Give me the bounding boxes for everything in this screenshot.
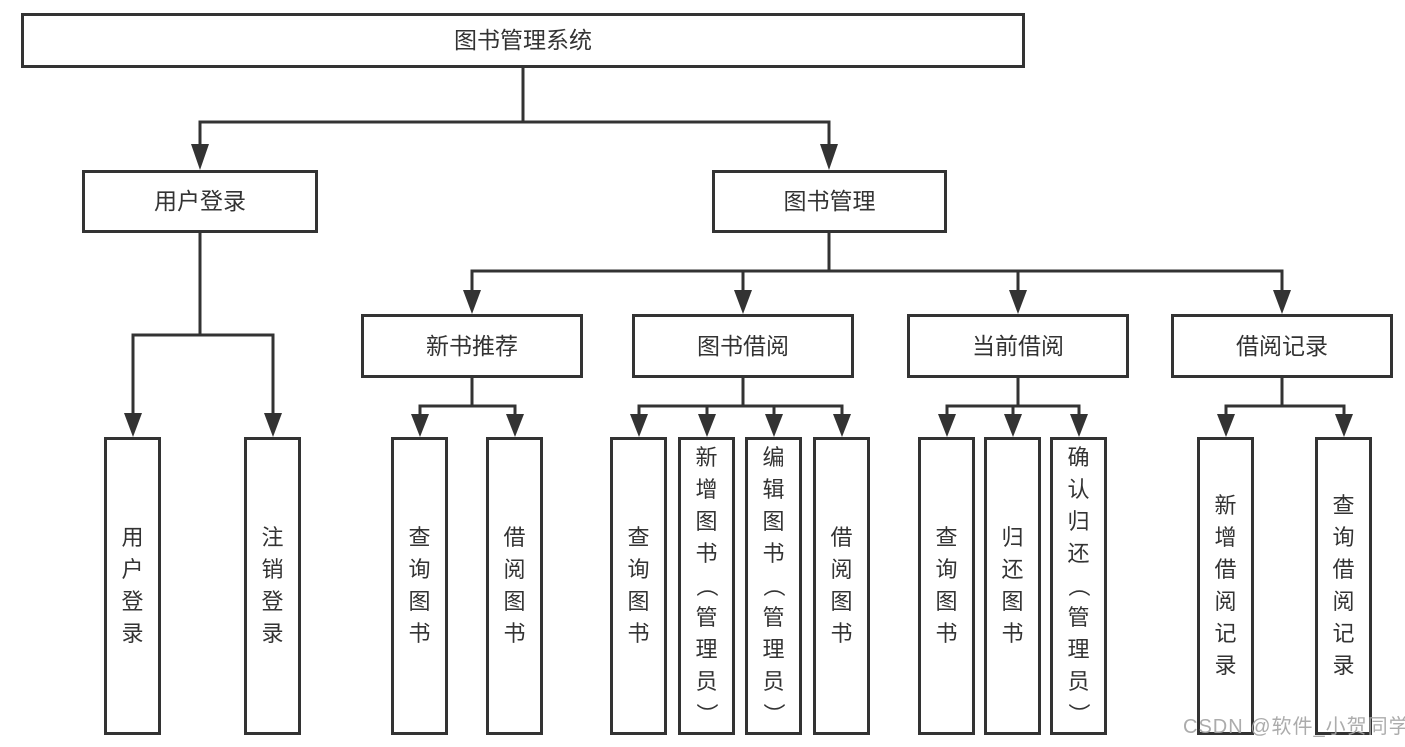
leaf-add-book-admin: 新增图书（管理员） bbox=[678, 437, 735, 735]
leaf-user-login: 用户登录 bbox=[104, 437, 161, 735]
node-root-system: 图书管理系统 bbox=[21, 13, 1025, 68]
leaf-logout: 注销登录 bbox=[244, 437, 301, 735]
leaf-edit-book-admin: 编辑图书（管理员） bbox=[745, 437, 802, 735]
leaf-return-book: 归还图书 bbox=[984, 437, 1041, 735]
node-book-management-branch: 图书管理 bbox=[712, 170, 947, 233]
leaf-query-books-recommend: 查询图书 bbox=[391, 437, 448, 735]
csdn-watermark: CSDN @软件_小贺同学 bbox=[1183, 716, 1405, 738]
leaf-borrow-books-recommend: 借阅图书 bbox=[486, 437, 543, 735]
node-current-borrow: 当前借阅 bbox=[907, 314, 1129, 378]
leaf-query-books-current: 查询图书 bbox=[918, 437, 975, 735]
node-new-book-recommend: 新书推荐 bbox=[361, 314, 583, 378]
node-user-login-branch: 用户登录 bbox=[82, 170, 318, 233]
node-book-borrow: 图书借阅 bbox=[632, 314, 854, 378]
leaf-add-borrow-record: 新增借阅记录 bbox=[1197, 437, 1254, 735]
leaf-query-books-borrow: 查询图书 bbox=[610, 437, 667, 735]
leaf-query-borrow-record: 查询借阅记录 bbox=[1315, 437, 1372, 735]
leaf-borrow-books: 借阅图书 bbox=[813, 437, 870, 735]
node-borrow-records: 借阅记录 bbox=[1171, 314, 1393, 378]
leaf-confirm-return-admin: 确认归还（管理员） bbox=[1050, 437, 1107, 735]
